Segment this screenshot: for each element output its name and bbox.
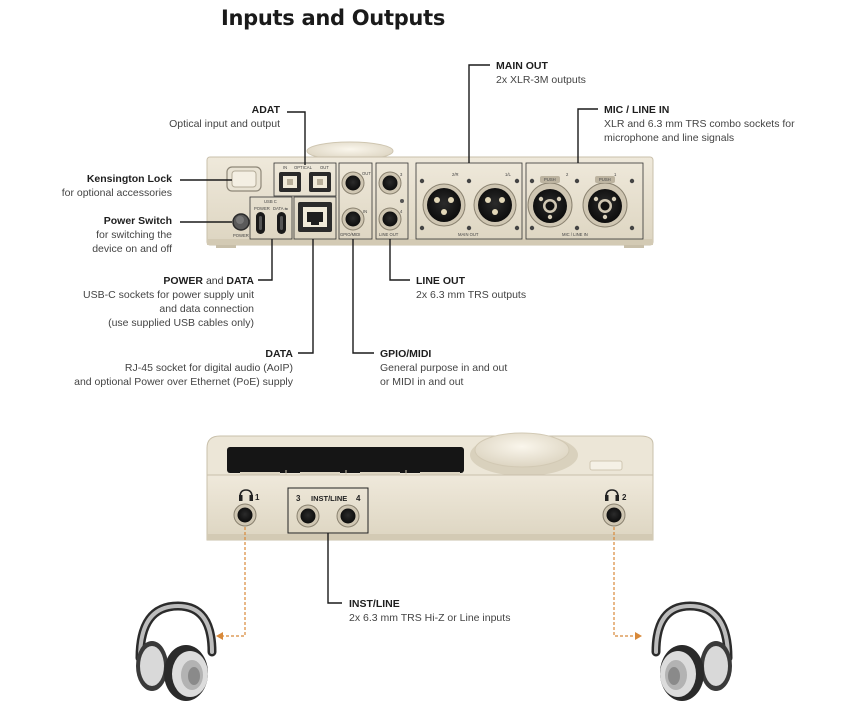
callout-data: DATA RJ-45 socket for digital audio (AoI… (74, 347, 293, 389)
callout-power-switch-desc-2: device on and off (92, 243, 172, 255)
gpio-midi-panel (338, 162, 373, 240)
inst-3-label: 3 (296, 494, 301, 503)
callout-mic-line-in-desc-1: XLR and 6.3 mm TRS combo sockets for (604, 118, 795, 130)
callout-adat-heading: ADAT (251, 104, 280, 116)
hp1-label: 1 (255, 493, 260, 502)
callout-inst-line-desc: 2x 6.3 mm TRS Hi-Z or Line inputs (349, 612, 511, 624)
mic-line-in-panel-label: MIC / LINE IN (562, 232, 588, 237)
line-out-panel-label: LINE OUT (379, 232, 399, 237)
callout-kensington: Kensington Lock for optional accessories (62, 172, 172, 200)
main-out-panel-label: MAIN OUT (458, 232, 479, 237)
line-out-4-label: 4 (400, 209, 403, 214)
gpio-panel-label: GPIO/MIDI (340, 232, 360, 237)
callout-main-out-desc: 2x XLR-3M outputs (496, 74, 586, 86)
headphone-icon-2 (605, 489, 619, 501)
callout-mic-line-in: MIC / LINE IN XLR and 6.3 mm TRS combo s… (604, 103, 795, 145)
callout-mic-line-in-desc-2: microphone and line signals (604, 132, 735, 144)
leader-lines-rear (180, 64, 598, 354)
mic-2-label: 2 (566, 172, 569, 177)
callout-power-data-desc-3: (use supplied USB cables only) (108, 317, 254, 329)
line-out-3-label: 3 (400, 172, 403, 177)
callout-power-data-heading-and: and (205, 275, 224, 287)
usb-power-label: POWER (254, 206, 270, 211)
callout-main-out-heading: MAIN OUT (496, 60, 548, 72)
main-out-r-xlr[interactable] (422, 183, 466, 227)
callout-kensington-desc: for optional accessories (61, 187, 172, 199)
inst-4-label: 4 (356, 494, 361, 503)
inst-line-label: INST/LINE (311, 494, 347, 503)
line-out-panel (375, 162, 409, 240)
callout-inst-line-heading: INST/LINE (349, 598, 400, 610)
usb-data-label: DATA ⇆ (273, 206, 288, 211)
mic-2-push-label: PUSH (544, 177, 556, 182)
callout-line-out-heading: LINE OUT (416, 275, 465, 287)
main-out-l-label: 1/L (505, 172, 511, 177)
headphone-arrows (222, 527, 636, 637)
usb-c-panel (249, 196, 293, 240)
mic-line-in-2-combo[interactable]: PUSH (527, 176, 573, 228)
callout-line-out-desc: 2x 6.3 mm TRS outputs (416, 289, 527, 301)
usb-c-label: USB C (264, 199, 277, 204)
callout-power-data-desc-2: and data connection (159, 303, 254, 315)
callout-line-out: LINE OUT 2x 6.3 mm TRS outputs (416, 274, 526, 302)
headphones-left-icon (135, 601, 217, 701)
gpio-out-label: OUT (362, 171, 371, 176)
callout-adat: ADAT Optical input and output (169, 103, 280, 131)
front-display (227, 447, 464, 473)
arrow-head-right (635, 632, 642, 640)
optical-in-label: IN (283, 165, 287, 170)
mic-1-label: 1 (614, 172, 617, 177)
optical-out-label: OUT (320, 165, 329, 170)
callout-power-switch-heading: Power Switch (103, 215, 172, 227)
rear-panel: POWER IN OPTICAL OUT USB C POWER DATA ⇆ … (206, 141, 654, 248)
callout-gpio-midi-heading: GPIO/MIDI (380, 348, 432, 360)
callout-gpio-midi-desc-1: General purpose in and out (380, 362, 508, 374)
gpio-in-label: IN (363, 209, 367, 214)
callout-gpio-midi: GPIO/MIDI General purpose in and out or … (380, 347, 507, 389)
callout-kensington-heading: Kensington Lock (86, 173, 172, 185)
headphone-icon-1 (239, 489, 253, 501)
page-title: Inputs and Outputs (221, 6, 446, 30)
mic-1-push-label: PUSH (599, 177, 611, 182)
hp2-label: 2 (622, 493, 627, 502)
callout-power-switch: Power Switch for switching the device on… (92, 214, 172, 256)
callout-inst-line: INST/LINE 2x 6.3 mm TRS Hi-Z or Line inp… (349, 597, 510, 625)
callout-data-desc-2: and optional Power over Ethernet (PoE) s… (74, 376, 293, 388)
mic-line-in-1-combo[interactable]: PUSH (582, 176, 628, 228)
callout-power-data-desc-1: USB-C sockets for power supply unit (83, 289, 254, 301)
optical-label: OPTICAL (294, 165, 313, 170)
callout-data-desc-1: RJ-45 socket for digital audio (AoIP) (124, 362, 293, 374)
callout-main-out: MAIN OUT 2x XLR-3M outputs (496, 59, 586, 87)
callout-power-data-heading-b: DATA (226, 275, 254, 287)
main-out-l-xlr[interactable] (473, 183, 517, 227)
callout-power-switch-desc-1: for switching the (96, 229, 172, 241)
callout-power-data: POWER and DATA USB-C sockets for power s… (83, 274, 254, 330)
main-out-r-label: 2/R (452, 172, 459, 177)
callout-data-heading: DATA (265, 348, 293, 360)
arrow-head-left (216, 632, 223, 640)
leader-inst-line (327, 533, 342, 604)
callout-gpio-midi-desc-2: or MIDI in and out (380, 376, 464, 388)
mic-line-in-panel (525, 162, 644, 240)
headphones-right-icon (651, 601, 733, 701)
front-panel: 1 3 INST/LINE 4 2 (206, 432, 654, 541)
front-small-button[interactable] (589, 460, 623, 471)
power-switch-label: POWER (233, 233, 249, 238)
front-face (206, 474, 654, 541)
callout-adat-desc: Optical input and output (169, 118, 280, 130)
callout-mic-line-in-heading: MIC / LINE IN (604, 104, 670, 116)
callout-power-data-heading-a: POWER (163, 275, 204, 287)
rj45-panel (293, 196, 337, 240)
